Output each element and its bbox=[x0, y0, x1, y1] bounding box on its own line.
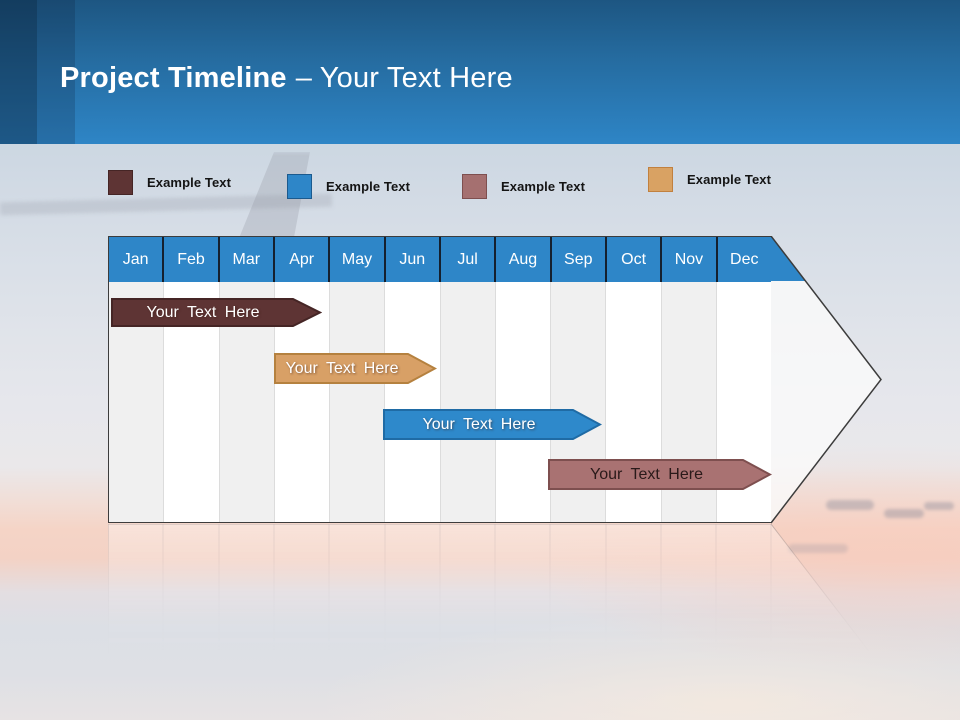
legend-item-1[interactable]: Example Text bbox=[108, 170, 231, 195]
timeline-column bbox=[384, 282, 440, 522]
task-bar-label: Your Text Here bbox=[590, 465, 703, 483]
task-bar-label: Your Text Here bbox=[422, 415, 536, 433]
slide-title-main: Project Timeline bbox=[60, 62, 287, 94]
legend-item-4[interactable]: Example Text bbox=[648, 167, 771, 192]
legend-swatch-maroon bbox=[108, 170, 133, 195]
month-cell-aug: Aug bbox=[494, 237, 550, 282]
legend-swatch-tan bbox=[648, 167, 673, 192]
task-bar-shape bbox=[111, 298, 322, 327]
timeline-reflection bbox=[107, 523, 883, 720]
month-cell-may: May bbox=[328, 237, 384, 282]
slide-title-placeholder: – Your Text Here bbox=[295, 62, 513, 94]
slide-title[interactable]: Project Timeline– Your Text Here bbox=[60, 62, 513, 95]
task-bar-label: Your Text Here bbox=[285, 359, 399, 377]
month-cell-jul: Jul bbox=[438, 237, 495, 282]
legend-label: Example Text bbox=[147, 175, 232, 190]
legend-item-2[interactable]: Example Text bbox=[287, 174, 410, 199]
cloud-shape bbox=[826, 500, 874, 510]
month-cell-sep: Sep bbox=[549, 237, 605, 282]
month-cell-nov: Nov bbox=[660, 237, 716, 282]
timeline-column bbox=[494, 282, 550, 522]
left-accent-stripe-dark bbox=[0, 0, 37, 144]
legend-label: Example Text bbox=[687, 172, 772, 187]
legend-label: Example Text bbox=[501, 179, 586, 194]
month-cell-feb: Feb bbox=[162, 237, 218, 282]
task-bar-shape bbox=[383, 409, 602, 440]
task-bar-4[interactable]: Your Text Here bbox=[548, 459, 772, 490]
legend-swatch-rose bbox=[462, 174, 487, 199]
left-accent-stripe-medium bbox=[37, 0, 75, 144]
cloud-shape bbox=[788, 544, 848, 553]
month-header-row: Jan Feb Mar Apr May Jun Jul Aug Sep Oct … bbox=[109, 237, 771, 282]
timeline-arrow-tip bbox=[770, 235, 882, 524]
timeline-column bbox=[439, 282, 495, 522]
legend-item-3[interactable]: Example Text bbox=[462, 174, 585, 199]
task-bar-1[interactable]: Your Text Here bbox=[111, 298, 322, 327]
task-bar-2[interactable]: Your Text Here bbox=[274, 353, 437, 384]
task-bar-3[interactable]: Your Text Here bbox=[383, 409, 602, 440]
cloud-shape bbox=[924, 502, 954, 510]
cloud-shape bbox=[884, 509, 924, 518]
month-cell-oct: Oct bbox=[604, 237, 661, 282]
month-cell-jan: Jan bbox=[109, 237, 163, 282]
task-bar-shape bbox=[548, 459, 772, 490]
legend-label: Example Text bbox=[326, 179, 411, 194]
title-band: Project Timeline– Your Text Here bbox=[0, 0, 960, 144]
task-bar-shape bbox=[274, 353, 437, 384]
month-cell-apr: Apr bbox=[272, 237, 329, 282]
month-cell-jun: Jun bbox=[383, 237, 439, 282]
legend-swatch-blue bbox=[287, 174, 312, 199]
timeline-column bbox=[329, 282, 385, 522]
month-cell-mar: Mar bbox=[217, 237, 273, 282]
task-bar-label: Your Text Here bbox=[146, 303, 260, 321]
month-cell-dec: Dec bbox=[715, 237, 771, 282]
